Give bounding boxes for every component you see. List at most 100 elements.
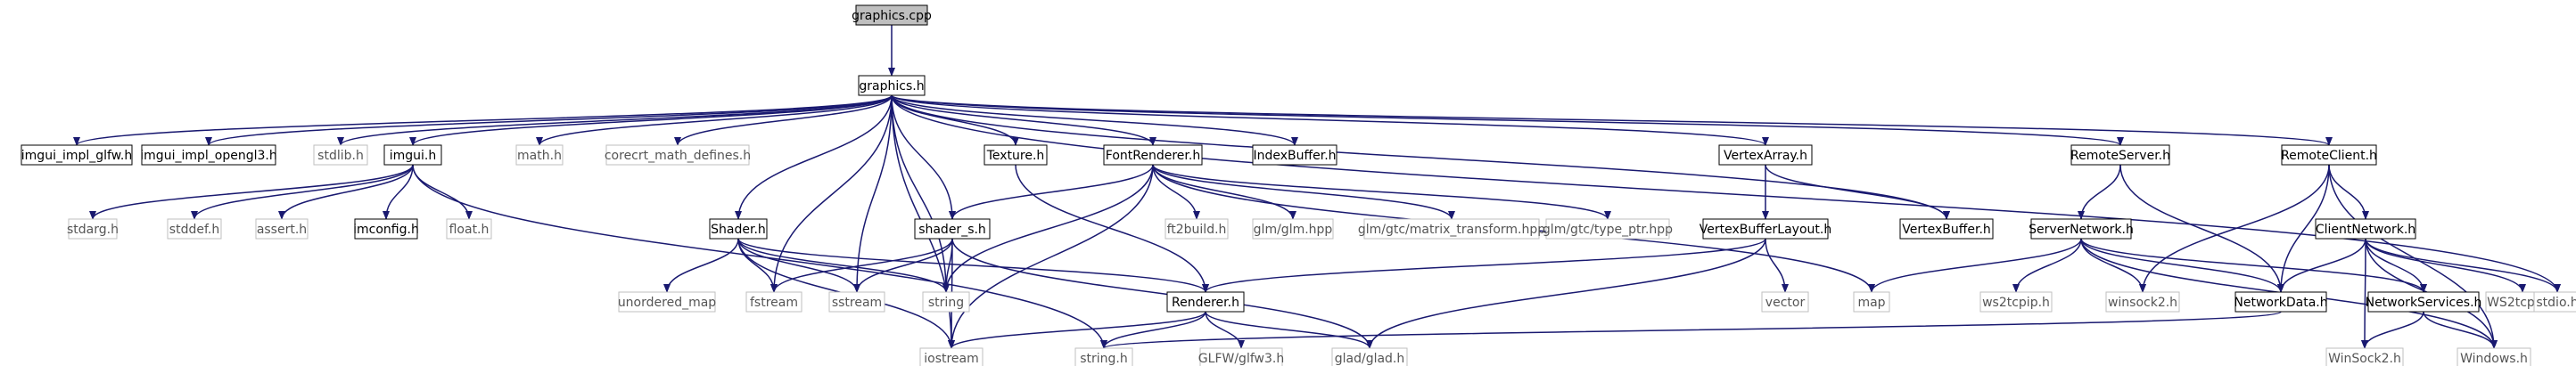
node-box-windows <box>2457 347 2531 366</box>
node-indexbuffer[interactable]: IndexBuffer.h <box>1252 144 1337 166</box>
node-label-vertexarray: VertexArray.h <box>1724 149 1807 163</box>
node-box-string_h <box>1074 347 1133 366</box>
node-box-graphics_cpp <box>855 4 928 26</box>
edge-shader-to-unordered_map <box>663 238 739 293</box>
node-stdarg: stdarg.h <box>67 218 119 240</box>
edge-clientnetwork-to-networkservices <box>2365 238 2427 293</box>
node-box-iostream <box>919 347 983 366</box>
node-servernetwork[interactable]: ServerNetwork.h <box>2029 218 2134 240</box>
node-networkservices[interactable]: NetworkServices.h <box>2366 291 2482 313</box>
edge-remoteclient-to-windows <box>2328 164 2498 349</box>
node-corecrt: corecrt_math_defines.h <box>605 144 751 166</box>
node-stdlib: stdlib.h <box>313 144 368 166</box>
edge-vbl-to-glad <box>1366 238 1766 349</box>
edge-renderer-to-string_h <box>1100 311 1206 349</box>
edge-graphics_h-to-sstream <box>853 94 893 293</box>
edge-renderer-to-glad <box>1205 311 1373 349</box>
node-label-sstream: sstream <box>832 296 882 310</box>
edge-remoteclient-to-networkdata <box>2277 164 2330 293</box>
node-stddef: stddef.h <box>167 218 222 240</box>
edge-graphics_h-to-corecrt <box>674 94 893 146</box>
node-fontrenderer[interactable]: FontRenderer.h <box>1103 144 1203 166</box>
node-box-imgui_impl_opengl3 <box>141 144 276 166</box>
node-box-imgui_h <box>383 144 442 166</box>
edge-imgui_h-to-float <box>412 164 473 220</box>
edge-graphics_h-to-imgui_h <box>409 94 893 146</box>
node-assert: assert.h <box>255 218 309 240</box>
node-box-stdlib <box>313 144 368 166</box>
node-remoteserver[interactable]: RemoteServer.h <box>2070 144 2170 166</box>
node-label-vertexbuffer: VertexBuffer.h <box>1902 223 1991 237</box>
node-label-windows: Windows.h <box>2460 352 2528 366</box>
edge-vbl-to-vector <box>1765 238 1789 293</box>
edge-remoteserver-to-networkdata <box>2119 164 2284 293</box>
node-box-stddef <box>167 218 222 240</box>
node-label-imgui_impl_glfw: imgui_impl_glfw.h <box>21 149 132 163</box>
node-glad: glad/glad.h <box>1331 347 1408 366</box>
node-networkdata[interactable]: NetworkData.h <box>2234 291 2328 313</box>
node-sstream: sstream <box>828 291 885 313</box>
edge-graphics_h-to-stdio <box>891 94 2561 293</box>
node-label-float: float.h <box>449 223 490 237</box>
node-vbl[interactable]: VertexBufferLayout.h <box>1700 218 1831 240</box>
node-label-corecrt: corecrt_math_defines.h <box>605 149 751 163</box>
node-graphics_h[interactable]: graphics.h <box>858 75 926 96</box>
node-label-renderer: Renderer.h <box>1172 296 1239 310</box>
edge-remoteserver-to-servernetwork <box>2078 164 2121 220</box>
node-remoteclient[interactable]: RemoteClient.h <box>2281 144 2377 166</box>
node-label-glfw3: GLFW/glfw3.h <box>1198 352 1284 366</box>
edge-graphics_h-to-shader <box>735 94 893 220</box>
node-label-imconfig: imconfig.h <box>353 223 419 237</box>
edge-imgui_h-to-assert <box>278 164 414 220</box>
node-label-string: string <box>928 296 964 310</box>
edge-graphics_h-to-stdlib <box>337 94 893 146</box>
node-clientnetwork[interactable]: ClientNetwork.h <box>2315 218 2416 240</box>
node-imgui_impl_opengl3[interactable]: imgui_impl_opengl3.h <box>140 144 277 166</box>
node-vertexbuffer[interactable]: VertexBuffer.h <box>1899 218 1994 240</box>
node-box-vbl <box>1702 218 1829 240</box>
node-box-assert <box>255 218 309 240</box>
node-label-glm: glm/glm.hpp <box>1254 223 1333 237</box>
node-renderer[interactable]: Renderer.h <box>1166 291 1245 313</box>
edge-imgui_h-to-string_h <box>412 164 1107 349</box>
edge-shader_s-to-fstream <box>770 238 953 293</box>
node-graphics_cpp[interactable]: graphics.cpp <box>852 4 932 26</box>
node-box-clientnetwork <box>2315 218 2416 240</box>
node-imgui_h[interactable]: imgui.h <box>383 144 442 166</box>
node-shader[interactable]: Shader.h <box>709 218 768 240</box>
node-label-clientnetwork: ClientNetwork.h <box>2316 223 2416 237</box>
node-fstream: fstream <box>745 291 802 313</box>
node-box-shader_s <box>914 218 991 240</box>
node-box-glad <box>1331 347 1408 366</box>
node-imgui_impl_glfw[interactable]: imgui_impl_glfw.h <box>21 144 133 166</box>
node-box-glm_tp <box>1545 218 1670 240</box>
node-label-string_h: string.h <box>1080 352 1128 366</box>
node-box-glfw3 <box>1199 347 1283 366</box>
edge-graphics_h-to-vertexbuffer <box>891 94 1950 220</box>
node-glfw3: GLFW/glfw3.h <box>1198 347 1284 366</box>
node-imconfig[interactable]: imconfig.h <box>353 218 419 240</box>
node-stdio: stdio.h <box>2533 291 2576 313</box>
node-box-vertexbuffer <box>1899 218 1994 240</box>
node-map: map <box>1853 291 1890 313</box>
node-label-stdarg: stdarg.h <box>67 223 119 237</box>
node-float: float.h <box>446 218 492 240</box>
edge-graphics_h-to-imgui_impl_glfw <box>73 94 893 146</box>
node-shader_s[interactable]: shader_s.h <box>914 218 991 240</box>
node-box-math_h <box>515 144 564 166</box>
node-iostream: iostream <box>919 347 983 366</box>
edge-graphics_h-to-vertexarray <box>891 94 1769 146</box>
node-label-networkdata: NetworkData.h <box>2234 296 2327 310</box>
edge-servernetwork-to-networkdata <box>2080 238 2284 293</box>
node-label-graphics_h: graphics.h <box>859 79 924 94</box>
edge-remoteclient-to-clientnetwork <box>2328 164 2369 220</box>
node-label-ft2build: ft2build.h <box>1167 223 1227 237</box>
node-vertexarray[interactable]: VertexArray.h <box>1718 144 1813 166</box>
node-box-remoteclient <box>2281 144 2377 166</box>
node-texture[interactable]: Texture.h <box>983 144 1048 166</box>
edge-fontrenderer-to-glm_tp <box>1152 164 1611 220</box>
node-box-vertexarray <box>1718 144 1813 166</box>
edge-renderer-to-glfw3 <box>1205 311 1245 349</box>
node-box-unordered_map <box>618 291 716 313</box>
